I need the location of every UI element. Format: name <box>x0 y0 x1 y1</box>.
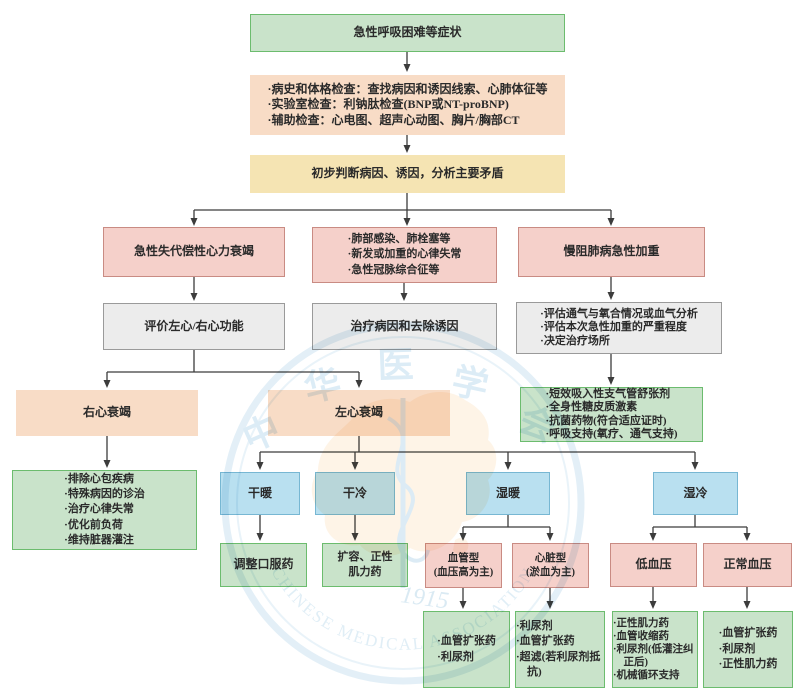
node-label: 干冷 <box>342 485 367 500</box>
node-adhf: 急性失代偿性心力衰竭 <box>103 227 285 277</box>
node-cardiac-type: 心脏型 (淤血为主) <box>512 543 589 588</box>
bullet-line: ·急性冠脉综合征等 <box>347 263 440 276</box>
bullet-line: ·新发或加重的心律失常 <box>347 248 462 261</box>
node-examinations: ·病史和体格检查：查找病因和诱因线索、心肺体征等 ·实验室检查：利钠肽检查(BN… <box>250 75 565 135</box>
node-treat-cause: 治疗病因和去除诱因 <box>312 303 497 350</box>
node-volume-expansion: 扩容、正性 肌力药 <box>322 543 408 587</box>
node-label: 干暖 <box>247 485 272 500</box>
node-adjust-oral-meds: 调整口服药 <box>220 543 307 587</box>
node-label: 治疗病因和去除诱因 <box>350 318 459 333</box>
node-right-hf-treatment: ·排除心包疾病 ·特殊病因的诊治 ·治疗心律失常 ·优化前负荷 ·维持脏器灌注 <box>12 470 197 550</box>
node-label: 左心衰竭 <box>334 405 383 420</box>
node-label: 低血压 <box>635 557 672 572</box>
wm-char-xue: 学 <box>448 360 492 408</box>
bullet-line: ·利尿剂 <box>437 650 474 663</box>
bullet-line: ·血管扩张药 <box>718 627 778 640</box>
wm-char-yi: 医 <box>377 345 414 386</box>
node-label: 湿冷 <box>683 485 708 500</box>
bullet-line: ·评估本次急性加重的严重程度 <box>540 321 687 334</box>
node-copd-assessment: ·评估通气与氧合情况或血气分析 ·评估本次急性加重的严重程度 ·决定治疗场所 <box>516 302 722 354</box>
node-copd-treatment: ·短效吸入性支气管舒张剂 ·全身性糖皮质激素 ·抗菌药物(符合适应证时) ·呼吸… <box>520 387 703 442</box>
node-normal-bp: 正常血压 <box>703 543 792 587</box>
bullet-line: ·抗菌药物(符合适应证时) <box>545 414 667 427</box>
bullet-line: ·全身性糖皮质激素 <box>545 401 638 414</box>
node-triggers: ·肺部感染、肺栓塞等 ·新发或加重的心律失常 ·急性冠脉综合征等 <box>312 227 497 283</box>
node-label: 评价左心/右心功能 <box>144 318 244 333</box>
node-left-hf: 左心衰竭 <box>268 390 450 436</box>
node-label: 慢阻肺病急性加重 <box>563 244 660 259</box>
bullet-line: ·优化前负荷 <box>64 518 123 531</box>
bullet-line: ·利尿剂(低灌注纠正后) <box>613 643 694 669</box>
bullet-line: ·病史和体格检查：查找病因和诱因线索、心肺体征等 <box>267 81 548 96</box>
node-label: 右心衰竭 <box>82 405 131 420</box>
bullet-line: ·超滤(若利尿剂抵抗) <box>516 650 601 678</box>
node-hypotension: 低血压 <box>610 543 697 587</box>
node-label: 湿暖 <box>495 485 520 500</box>
bullet-line: ·排除心包疾病 <box>64 472 134 485</box>
node-dry-cold: 干冷 <box>315 472 395 515</box>
node-label-line: 扩容、正性 <box>337 550 393 563</box>
node-label: 调整口服药 <box>233 557 294 572</box>
node-dry-warm: 干暖 <box>220 472 300 515</box>
node-label: 初步判断病因、诱因，分析主要矛盾 <box>311 166 504 181</box>
bullet-line: ·维持脏器灌注 <box>64 534 134 547</box>
node-vascular-treatment: ·血管扩张药 ·利尿剂 <box>423 611 510 688</box>
bullet-line: ·正性肌力药 <box>613 617 670 629</box>
bullet-line: ·呼吸支持(氧疗、通气支持) <box>545 427 678 440</box>
node-normal-bp-treatment: ·血管扩张药 ·利尿剂 ·正性肌力药 <box>703 611 793 688</box>
node-label-line: (血压高为主) <box>433 566 494 578</box>
node-label-line: (淤血为主) <box>526 566 575 578</box>
bullet-line: ·决定治疗场所 <box>540 334 610 347</box>
node-wet-warm: 湿暖 <box>466 472 550 515</box>
node-label: 正常血压 <box>723 557 772 572</box>
node-vascular-type: 血管型 (血压高为主) <box>425 543 502 588</box>
node-copd-exacerbation: 慢阻肺病急性加重 <box>518 227 705 277</box>
bullet-line: ·评估通气与氧合情况或血气分析 <box>540 307 698 320</box>
bullet-line: ·利尿剂 <box>516 619 553 632</box>
bullet-line: ·辅助检查：心电图、超声心动图、胸片/胸部CT <box>267 112 520 127</box>
node-wet-cold: 湿冷 <box>653 472 738 515</box>
bullet-line: ·短效吸入性支气管舒张剂 <box>545 387 671 400</box>
node-right-hf: 右心衰竭 <box>16 390 198 436</box>
node-hypotension-treatment: ·正性肌力药 ·血管收缩药 ·利尿剂(低灌注纠正后) ·机械循环支持 <box>612 611 698 688</box>
node-initial-judgement: 初步判断病因、诱因，分析主要矛盾 <box>250 155 565 193</box>
bullet-line: ·正性肌力药 <box>718 658 778 671</box>
bullet-line: ·血管扩张药 <box>516 635 575 648</box>
node-eval-heart-function: 评价左心/右心功能 <box>103 303 285 350</box>
bullet-line: ·特殊病因的诊治 <box>64 487 145 500</box>
bullet-line: ·血管扩张药 <box>437 635 496 648</box>
node-cardiac-treatment: ·利尿剂 ·血管扩张药 ·超滤(若利尿剂抵抗) <box>515 611 605 688</box>
bullet-line: ·肺部感染、肺栓塞等 <box>347 232 451 245</box>
node-label: 急性失代偿性心力衰竭 <box>133 244 254 259</box>
bullet-line: ·治疗心律失常 <box>64 503 134 516</box>
bullet-line: ·利尿剂 <box>718 642 756 655</box>
node-label: 急性呼吸困难等症状 <box>353 25 462 40</box>
bullet-line: ·机械循环支持 <box>613 670 680 682</box>
node-label-line: 肌力药 <box>348 566 382 578</box>
bullet-line: ·实验室检查：利钠肽检查(BNP或NT-proBNP) <box>267 97 509 112</box>
node-label-line: 心脏型 <box>534 553 567 565</box>
node-label-line: 血管型 <box>447 553 480 565</box>
bullet-line: ·血管收缩药 <box>613 630 670 642</box>
node-acute-dyspnea: 急性呼吸困难等症状 <box>250 14 565 52</box>
